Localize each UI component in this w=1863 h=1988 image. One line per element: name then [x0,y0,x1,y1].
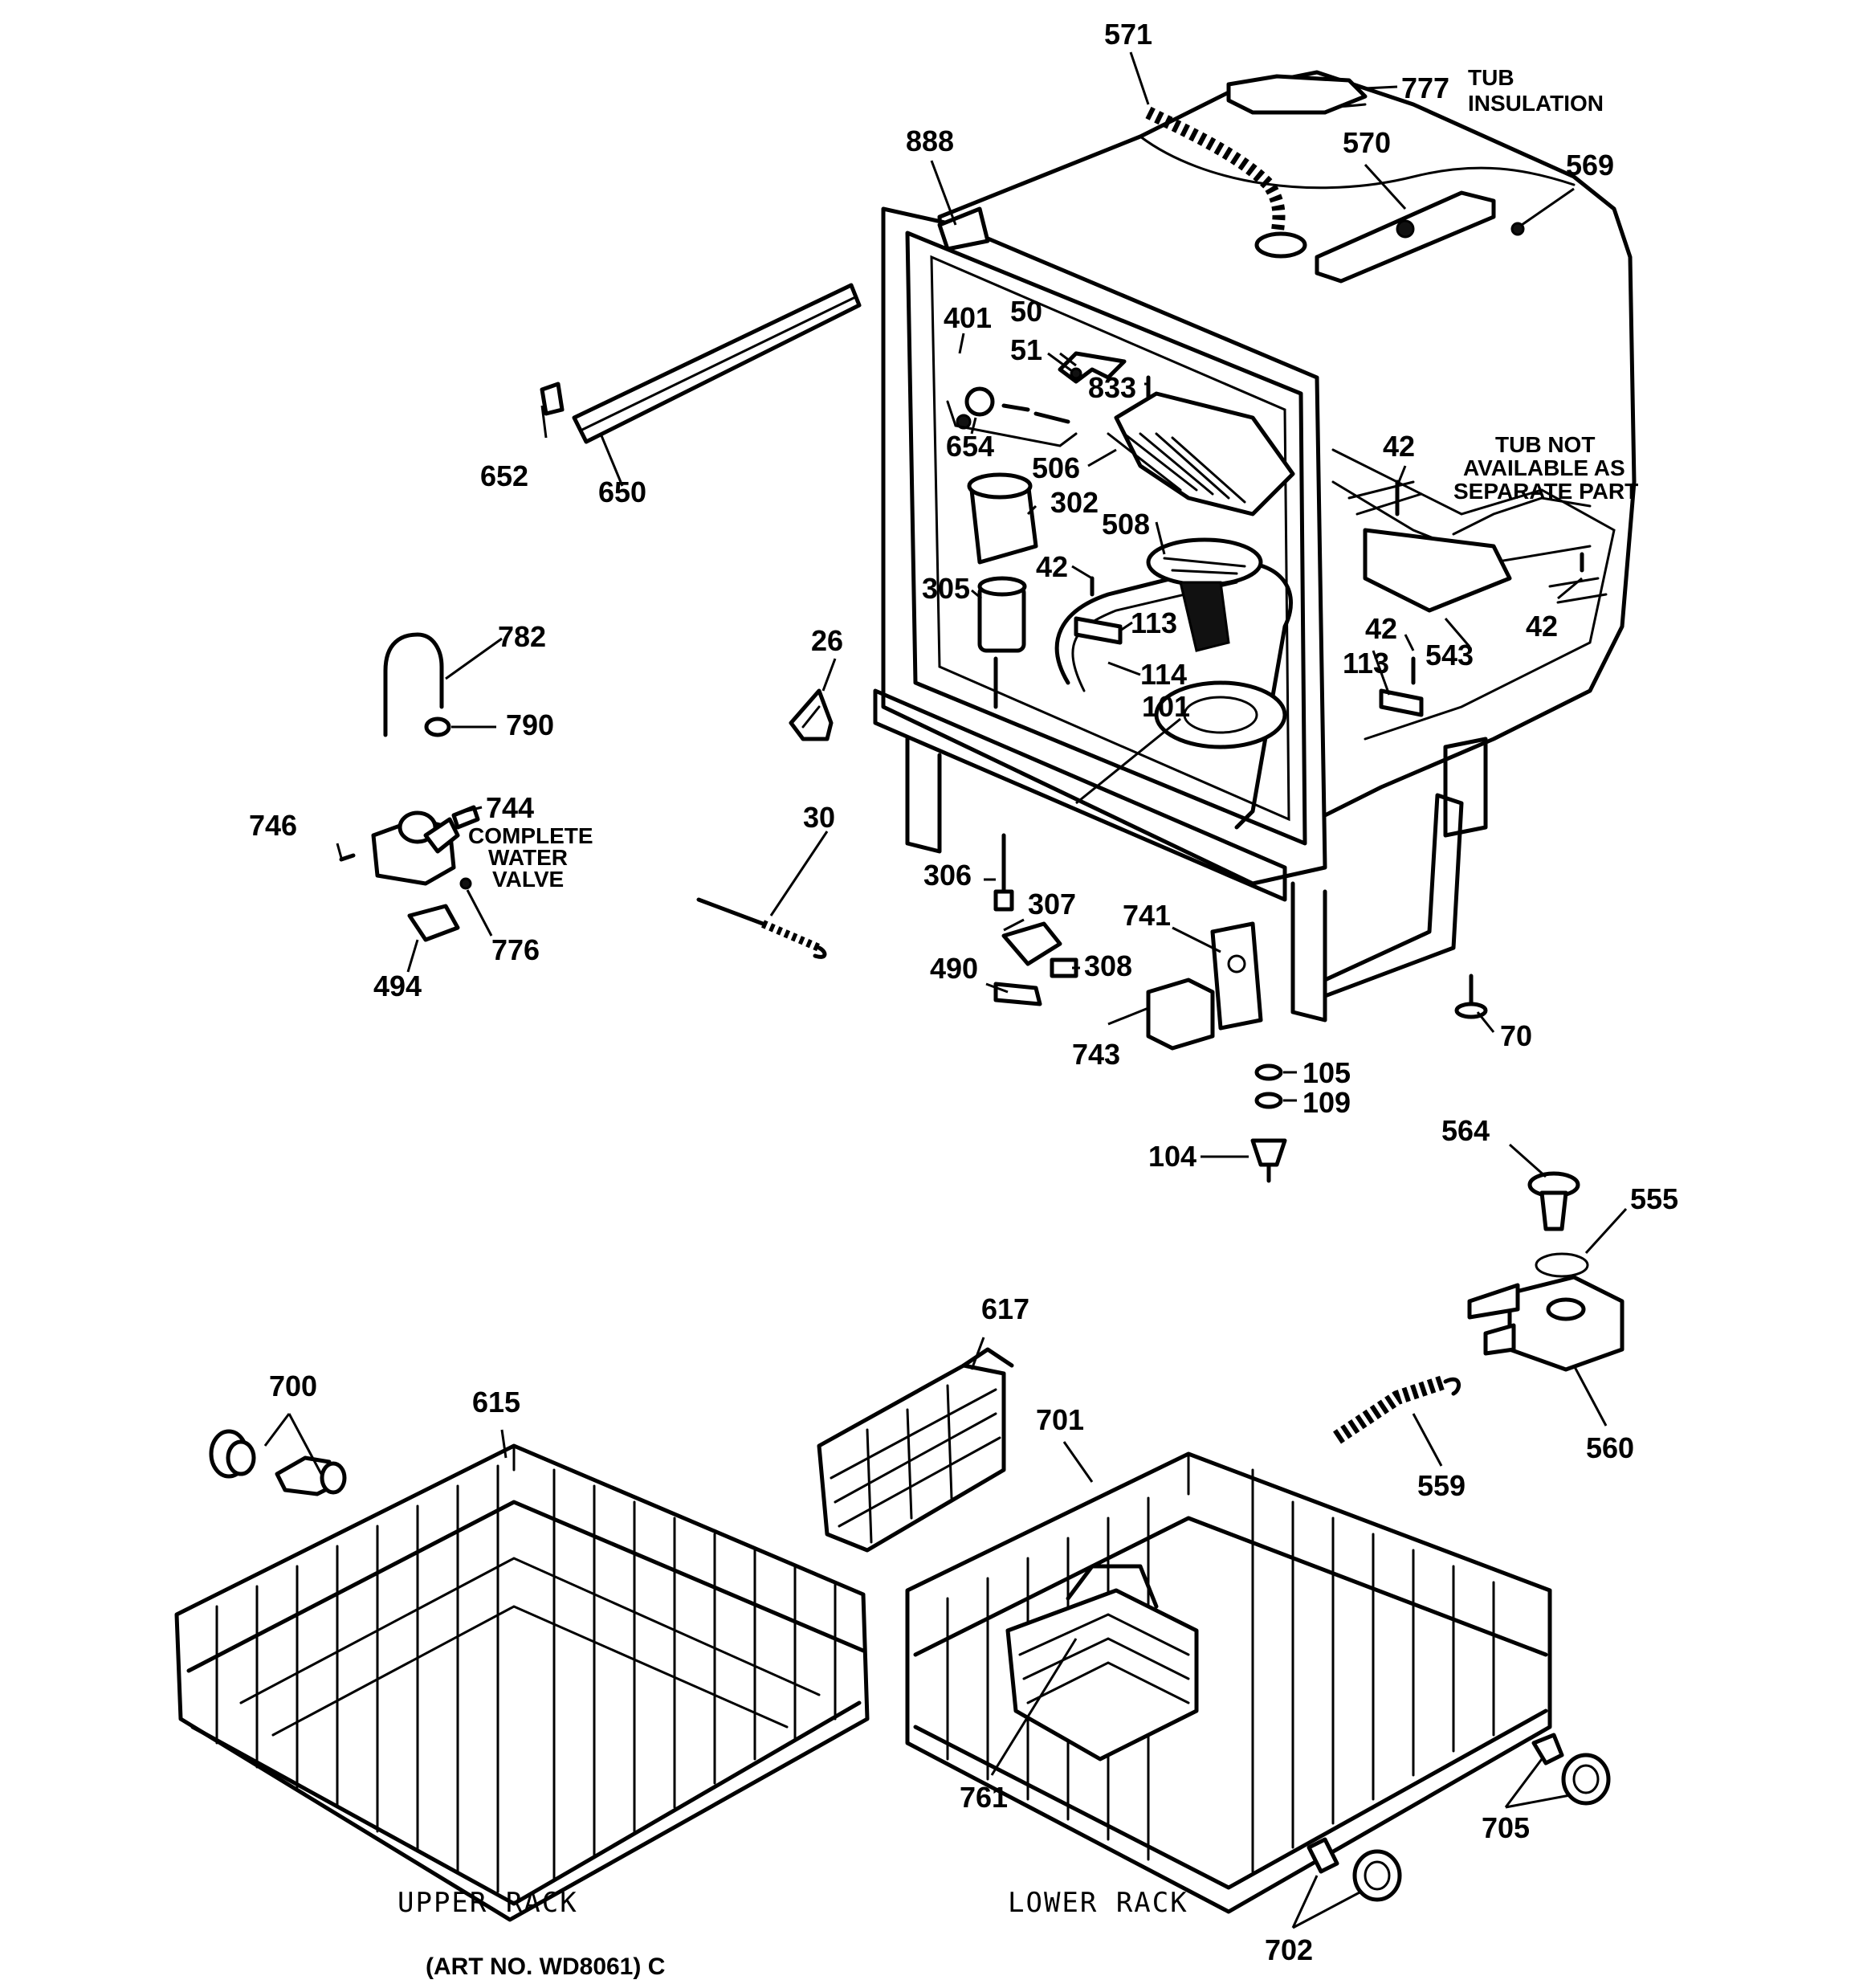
callout-114: 114 [1140,658,1187,691]
note-tub-not-available-1: TUB NOT [1495,432,1595,457]
callout-104: 104 [1148,1140,1196,1173]
callout-101: 101 [1142,690,1190,723]
callout-782: 782 [498,620,546,653]
callout-113-b: 113 [1343,647,1389,680]
callout-30: 30 [803,801,835,834]
callout-569: 569 [1566,149,1614,182]
center-parts [993,833,1488,1183]
note-complete-water-valve-1: COMPLETE [468,823,593,848]
rack-wheel-702 [1307,1837,1402,1902]
callout-741: 741 [1123,899,1171,932]
callout-564: 564 [1441,1114,1490,1147]
captions: UPPER RACK LOWER RACK (ART NO. WD8061) C [397,1887,1188,1980]
caption-lower-rack: LOWER RACK [1008,1887,1188,1919]
callout-70: 70 [1500,1019,1532,1052]
note-complete-water-valve-3: VALVE [492,867,564,892]
upper-rack [174,1443,870,1922]
callout-305: 305 [922,572,970,605]
callout-746: 746 [249,809,297,842]
tub-assembly [873,70,1637,1023]
callout-26: 26 [811,624,843,657]
callout-617: 617 [981,1292,1029,1325]
callout-652: 652 [480,459,528,492]
art-number: (ART NO. WD8061) C [426,1953,665,1980]
callout-615: 615 [472,1386,520,1419]
callout-560: 560 [1586,1431,1634,1464]
callout-42-b: 42 [1383,430,1415,463]
callout-42-a: 42 [1036,550,1068,583]
utensil-basket-small [1005,1564,1199,1761]
callout-776: 776 [491,933,540,966]
note-tub-insulation-2: INSULATION [1468,91,1604,116]
callout-702: 702 [1265,1933,1313,1966]
note-complete-water-valve-2: WATER [488,845,568,870]
callout-888: 888 [906,125,954,157]
callout-109: 109 [1302,1086,1351,1119]
callout-650: 650 [598,476,646,508]
callout-494: 494 [373,970,422,1002]
caption-upper-rack: UPPER RACK [397,1887,578,1919]
callout-105: 105 [1302,1056,1351,1089]
callout-labels: 571 777 TUB INSULATION 888 570 569 401 5… [249,18,1678,1966]
note-tub-not-available-3: SEPARATE PART [1453,479,1638,504]
callout-744: 744 [486,791,534,824]
callout-743: 743 [1072,1038,1120,1071]
callout-761: 761 [960,1781,1008,1814]
callout-700: 700 [269,1370,317,1402]
left-parts [339,283,862,959]
callout-50: 50 [1010,295,1042,328]
callout-555: 555 [1630,1182,1678,1215]
callout-701: 701 [1036,1403,1084,1436]
callout-113-a: 113 [1131,606,1177,639]
callout-51: 51 [1010,333,1042,366]
note-tub-insulation-1: TUB [1468,65,1514,90]
leader-lines [263,51,1628,1929]
callout-570: 570 [1343,126,1391,159]
callout-543: 543 [1425,639,1474,672]
lower-rack [905,1451,1552,1914]
callout-508: 508 [1102,508,1150,541]
silverware-basket [817,1347,1014,1553]
callout-308: 308 [1084,949,1132,982]
callout-42-d: 42 [1526,610,1558,643]
callout-42-c: 42 [1365,612,1397,645]
rack-wheels-700 [209,1429,347,1496]
callout-401: 401 [944,301,992,334]
callout-654: 654 [946,430,994,463]
callout-490: 490 [930,952,978,985]
rack-wheel-705 [1531,1733,1611,1806]
callout-790: 790 [506,708,554,741]
callout-307: 307 [1028,888,1076,921]
callout-306: 306 [923,859,972,892]
note-tub-not-available-2: AVAILABLE AS [1463,455,1625,480]
callout-302: 302 [1050,486,1099,519]
callout-559: 559 [1417,1469,1466,1502]
callout-571: 571 [1104,18,1152,51]
callout-705: 705 [1482,1811,1530,1844]
pump-parts [1333,1171,1625,1444]
callout-833: 833 [1088,371,1136,404]
callout-506: 506 [1032,451,1080,484]
callout-777: 777 [1401,71,1449,104]
